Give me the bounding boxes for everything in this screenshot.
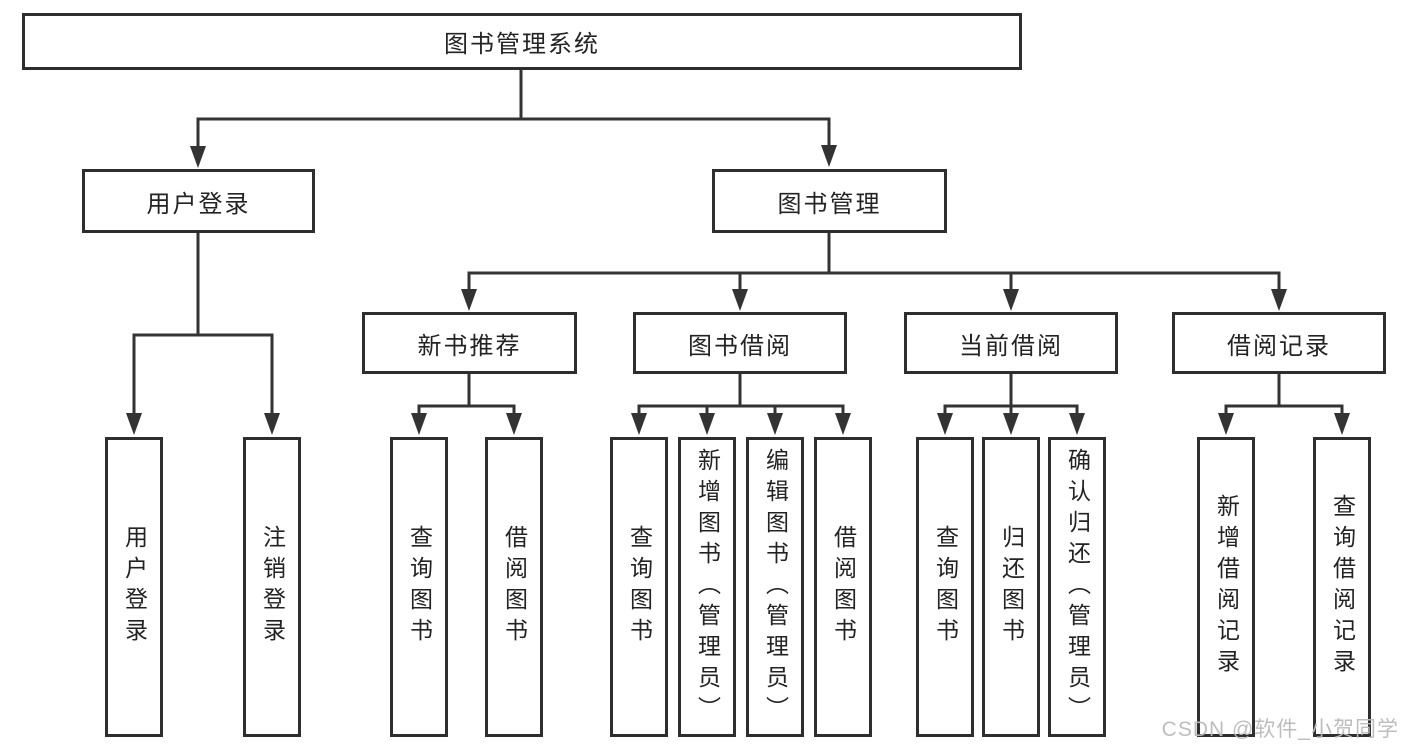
leaf-borrow-book-recommend: 借阅图书 (485, 437, 543, 737)
csdn-watermark: CSDN @软件_小贺同学 (1161, 718, 1399, 741)
leaf-query-book-recommend: 查询图书 (390, 437, 448, 737)
leaf-user-login: 用户登录 (105, 437, 163, 737)
leaf-query-borrow-record: 查询借阅记录 (1313, 437, 1371, 737)
node-book-borrow: 图书借阅 (633, 312, 847, 374)
leaf-query-book-borrow: 查询图书 (610, 437, 668, 737)
node-book-management: 图书管理 (712, 169, 947, 233)
leaf-logout: 注销登录 (243, 437, 301, 737)
leaf-add-book-admin: 新增图书（管理员） (678, 437, 736, 737)
leaf-query-book-current: 查询图书 (916, 437, 974, 737)
arrowhead-icons (126, 145, 1350, 435)
node-user-login: 用户登录 (82, 169, 315, 233)
leaf-add-borrow-record: 新增借阅记录 (1197, 437, 1255, 737)
leaf-return-book: 归还图书 (982, 437, 1040, 737)
leaf-edit-book-admin: 编辑图书（管理员） (746, 437, 804, 737)
leaf-borrow-book: 借阅图书 (814, 437, 872, 737)
node-root-system: 图书管理系统 (22, 13, 1022, 70)
leaf-confirm-return-admin: 确认归还（管理员） (1048, 437, 1106, 737)
node-new-book-recommend: 新书推荐 (362, 312, 577, 374)
node-borrow-record: 借阅记录 (1172, 312, 1386, 374)
node-current-borrow: 当前借阅 (904, 312, 1118, 374)
